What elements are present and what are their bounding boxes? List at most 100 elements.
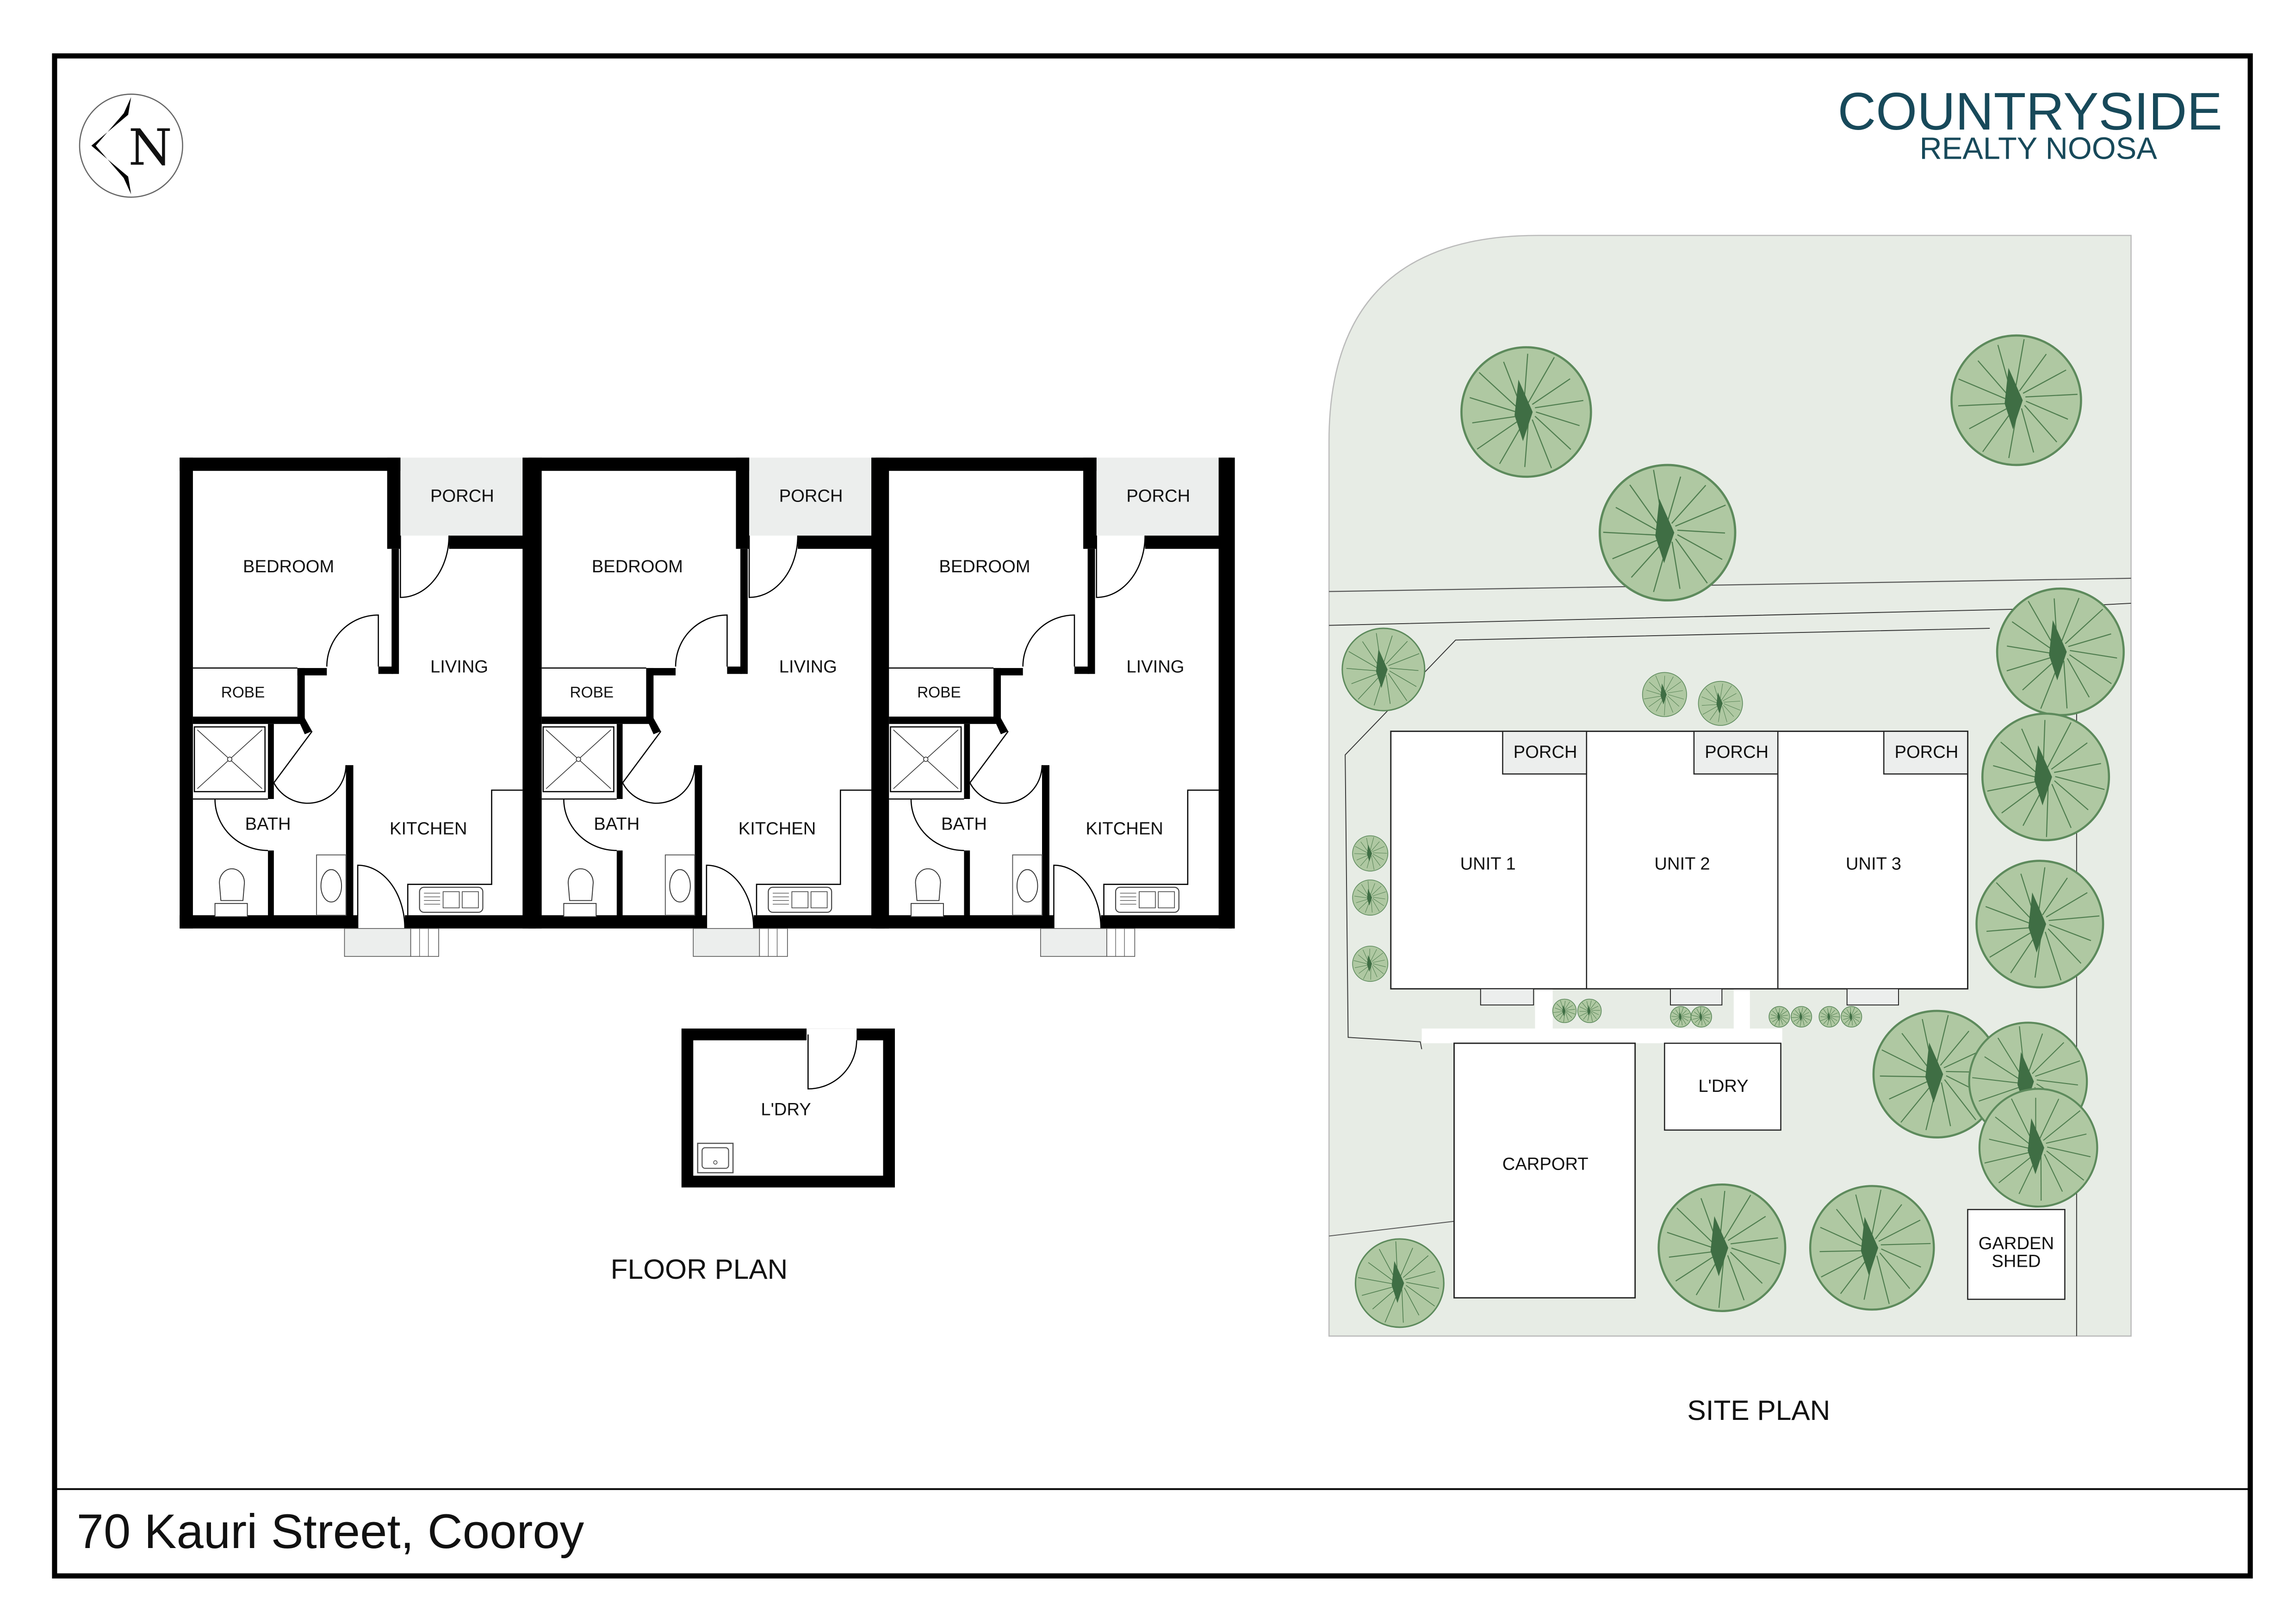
tree-branch xyxy=(1900,1082,1934,1123)
tree-branch xyxy=(1358,675,1381,700)
tree-branch xyxy=(1780,1010,1787,1016)
tree-icon xyxy=(1460,346,1592,478)
tree-branch xyxy=(1372,846,1385,852)
tree-branch xyxy=(2069,654,2112,684)
wall xyxy=(993,718,1008,735)
tree-branch xyxy=(1469,397,1517,413)
tree-icon xyxy=(1352,835,1389,872)
tree-branch xyxy=(1583,1012,1589,1020)
toilet-bowl xyxy=(915,868,941,901)
sink-bowl xyxy=(791,891,809,909)
tree-branch xyxy=(1727,1255,1745,1301)
tree-branch xyxy=(2051,784,2072,828)
floor-plan: PORCH BEDROOM LIVING ROBE BATH KITCHEN P… xyxy=(180,458,1235,1285)
brand-name: COUNTRYSIDE xyxy=(1838,82,2222,141)
wall xyxy=(180,915,358,929)
toilet-bowl xyxy=(219,868,245,901)
tree-branch xyxy=(1472,415,1518,424)
wall xyxy=(964,724,970,799)
tree-branch xyxy=(1901,1033,1930,1069)
tree-branch xyxy=(2045,931,2062,981)
shower-icon xyxy=(890,726,962,793)
laundry-label: L'DRY xyxy=(761,1100,811,1120)
door-swing xyxy=(400,535,450,598)
laundry-room: L'DRY xyxy=(681,1028,895,1188)
tree-icon xyxy=(1818,1006,1840,1028)
tree-branch xyxy=(1370,837,1374,851)
wall xyxy=(528,458,750,471)
tree-branch xyxy=(2044,1154,2063,1192)
wall xyxy=(268,850,274,917)
wall xyxy=(192,716,305,724)
porch-area xyxy=(400,458,526,536)
tree-branch xyxy=(1676,1208,1714,1244)
tree-branch xyxy=(1941,1082,1951,1127)
site-porch-label: PORCH xyxy=(1705,742,1769,762)
tree-branch xyxy=(1801,1007,1803,1016)
tree-branch xyxy=(1844,1018,1851,1024)
tree-branch xyxy=(1852,1017,1857,1025)
shower-tray xyxy=(542,726,614,793)
entry-step xyxy=(1040,928,1136,957)
basin-bowl xyxy=(669,869,691,903)
tree-branch xyxy=(1958,403,2007,407)
tree-branch xyxy=(1362,641,1379,666)
lot-boundary xyxy=(1345,628,1990,1049)
door-swing xyxy=(748,535,799,598)
tree-trunk xyxy=(1699,1011,1703,1022)
wall xyxy=(889,716,1001,724)
step-stairs xyxy=(759,928,788,957)
tree-branch xyxy=(1386,641,1408,664)
tree-branch xyxy=(1371,966,1378,978)
tree-branch xyxy=(1388,673,1408,701)
tree-branch xyxy=(1879,1252,1911,1289)
tree-branch xyxy=(1356,898,1368,903)
wall xyxy=(391,549,399,674)
wall xyxy=(1083,458,1097,549)
door-swing xyxy=(1053,864,1102,929)
tree-branch xyxy=(2037,867,2046,915)
tree-branch xyxy=(1995,1116,2031,1145)
tree-branch xyxy=(1371,953,1384,962)
tree-trunk xyxy=(1777,1011,1781,1022)
wall xyxy=(646,718,661,735)
tree-branch xyxy=(1371,886,1382,896)
tree-branch xyxy=(1368,1262,1394,1282)
site-plan-title: SITE PLAN xyxy=(1687,1394,1830,1426)
porch-label: PORCH xyxy=(430,486,494,506)
wall xyxy=(297,718,312,735)
tree-branch xyxy=(1703,1016,1710,1019)
tree-branch xyxy=(1675,504,1726,527)
tree-branch xyxy=(1677,529,1725,534)
unit-3-label: UNIT 3 xyxy=(1846,854,1901,874)
kitchen-label: KITCHEN xyxy=(390,818,467,838)
toilet-cistern xyxy=(910,903,944,917)
tree-branch xyxy=(1646,690,1662,695)
tree-branch xyxy=(2046,786,2049,837)
tree-branch xyxy=(2047,1146,2091,1158)
tree-trunk xyxy=(1710,1216,1729,1276)
shower-drain xyxy=(576,756,581,762)
tree-branch xyxy=(1831,1016,1839,1017)
porch-area xyxy=(749,458,875,536)
tree-icon xyxy=(1352,946,1389,982)
tree-branch xyxy=(1870,1189,1882,1239)
tree-branch xyxy=(1672,1012,1680,1017)
tree-branch xyxy=(1402,1255,1429,1278)
tree-branch xyxy=(1702,706,1719,715)
floor-plan-title: FLOOR PLAN xyxy=(611,1253,788,1285)
tree-branch xyxy=(1694,1018,1701,1023)
tree-branch xyxy=(1371,841,1380,851)
tree-branch xyxy=(1770,1017,1778,1019)
tree-branch xyxy=(1829,1008,1832,1016)
tree-branch xyxy=(1590,1002,1596,1010)
wall xyxy=(1087,549,1095,674)
brand-subtitle: REALTY NOOSA xyxy=(1920,131,2158,166)
tree-branch xyxy=(1532,378,1570,405)
tree-branch xyxy=(1802,1018,1805,1026)
tree-icon xyxy=(1598,464,1737,602)
basin-icon xyxy=(664,854,695,916)
porch-area xyxy=(1096,458,1222,536)
unit-1-label: UNIT 1 xyxy=(1460,854,1516,874)
tree-branch xyxy=(1719,1190,1725,1239)
